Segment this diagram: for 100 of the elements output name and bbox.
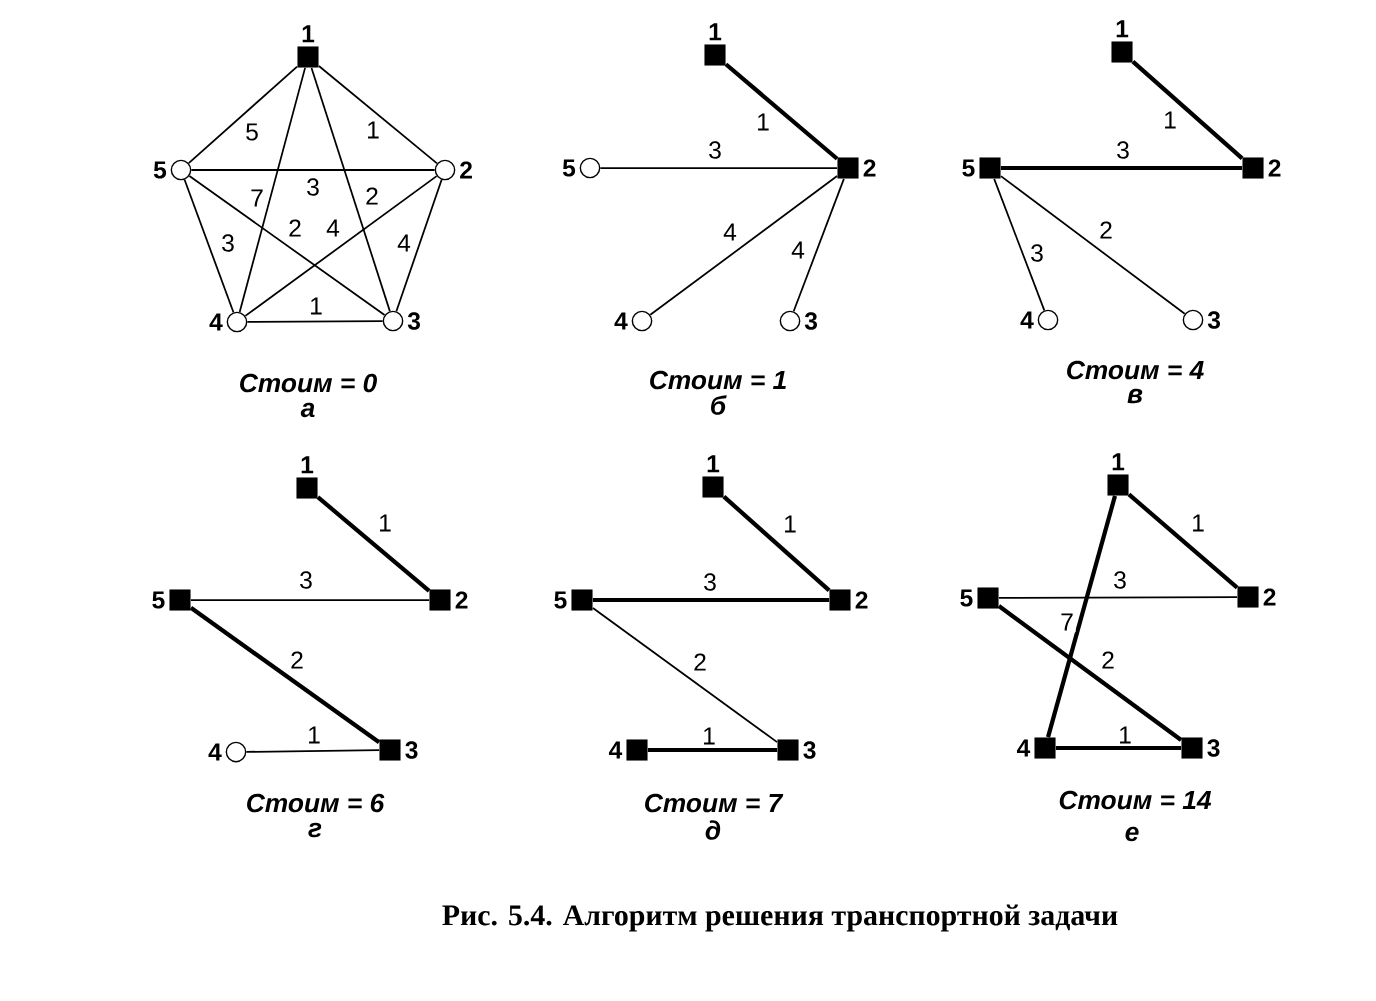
node-label: 4 — [209, 313, 223, 331]
graph-vertex: 2 — [837, 157, 876, 179]
edge-line — [1046, 495, 1118, 738]
panel-letter: в — [1127, 388, 1143, 404]
edge-label: 4 — [721, 221, 739, 243]
edge-line — [1000, 175, 1186, 315]
edge-label: 3 — [304, 176, 322, 198]
node-label: 4 — [208, 743, 222, 761]
node-label: 5 — [153, 161, 167, 179]
edge-label: 2 — [363, 185, 381, 207]
edge-line — [1131, 60, 1244, 160]
graph-vertex: 2 — [429, 589, 468, 611]
node-label: 1 — [302, 25, 315, 43]
edge-label: 3 — [219, 232, 237, 254]
node-label: 2 — [1268, 159, 1281, 177]
edge-label: 3 — [1028, 242, 1046, 264]
graph-vertex: 5 — [152, 589, 191, 611]
edge-line — [183, 178, 235, 314]
edge-line — [993, 178, 1046, 312]
graph-vertex: 2 — [829, 589, 868, 611]
graph-vertex: 5 — [554, 589, 593, 611]
node-label: 3 — [1207, 739, 1220, 757]
edge-line — [245, 749, 380, 753]
node-label: 3 — [803, 741, 816, 759]
node-label: 2 — [855, 591, 868, 609]
edge-label: 2 — [691, 651, 709, 673]
panel-letter: б — [711, 395, 727, 415]
graph-vertex: 2 — [1237, 586, 1276, 608]
edge-label: 1 — [754, 111, 772, 133]
cost-label: Стоим = 1 — [650, 370, 786, 390]
node-label: 4 — [614, 312, 628, 330]
edge-label: 1 — [1116, 724, 1134, 746]
node-label: 1 — [1112, 453, 1125, 471]
edge-line — [998, 596, 1238, 599]
edge-label: 1 — [305, 724, 323, 746]
figure-caption: Рис. 5.4. Алгоритм решения транспортной задачи — [442, 904, 1118, 932]
edge-label: 4 — [395, 232, 413, 254]
graph-vertex: 2 — [434, 159, 472, 181]
edge-line — [592, 607, 778, 743]
graph-vertex: 4 — [1020, 309, 1059, 331]
node-label: 1 — [707, 455, 720, 473]
edge-line — [318, 65, 438, 165]
node-label: 2 — [460, 161, 472, 179]
edge-label: 5 — [243, 121, 261, 143]
edge-line — [1000, 165, 1243, 171]
edge-line — [724, 62, 839, 161]
node-label: 4 — [1016, 739, 1031, 757]
edge-label: 7 — [1058, 611, 1076, 633]
edge-label: 1 — [781, 513, 799, 535]
graph-vertex: 5 — [153, 159, 192, 181]
node-label: 3 — [407, 312, 421, 330]
panel-letter: е — [1125, 826, 1139, 842]
cost-label: Стоим = 6 — [247, 793, 385, 813]
edge-line — [599, 167, 838, 169]
node-label: 1 — [301, 456, 314, 474]
edge-label: 2 — [286, 217, 304, 239]
graph-vertex: 4 — [1016, 737, 1056, 759]
edge-label: 3 — [701, 571, 719, 593]
node-label: 3 — [804, 312, 818, 330]
graph-vertex: 4 — [608, 739, 648, 761]
graph-vertex: 5 — [962, 157, 1001, 179]
graph-vertex: 3 — [379, 739, 418, 761]
edge-label: 1 — [376, 512, 394, 534]
graph-vertex: 5 — [562, 157, 601, 179]
graph-vertex: 4 — [614, 310, 653, 332]
edge-label: 7 — [248, 187, 266, 209]
node-label: 2 — [863, 159, 876, 177]
edge-line — [1127, 492, 1239, 590]
edge-label: 1 — [1161, 109, 1179, 131]
graph-vertex: 3 — [382, 310, 420, 332]
graph-vertex: 1 — [296, 456, 318, 499]
graph-vertex: 3 — [777, 739, 816, 761]
edge-line — [187, 65, 298, 164]
edge-line — [592, 597, 830, 603]
graph-vertex: 1 — [1111, 20, 1133, 63]
panel-letter: а — [300, 402, 315, 418]
node-label: 5 — [962, 159, 975, 177]
panel-letter: г — [308, 822, 322, 838]
node-label: 2 — [1263, 588, 1276, 606]
edge-line — [244, 175, 438, 317]
panel-letter: д — [705, 820, 721, 840]
edge-label: 1 — [307, 295, 325, 317]
node-label: 5 — [960, 589, 973, 607]
graph-vertex: 1 — [297, 25, 319, 68]
node-label: 3 — [1207, 311, 1221, 329]
edge-line — [649, 175, 838, 316]
node-label: 4 — [608, 741, 623, 759]
graph-vertex: 1 — [1107, 453, 1129, 496]
edge-label: 3 — [1114, 139, 1132, 161]
edge-label: 2 — [1099, 649, 1117, 671]
edge-line — [189, 606, 381, 744]
graph-vertex: 2 — [1242, 157, 1281, 179]
edge-label: 1 — [700, 725, 718, 747]
node-label: 1 — [709, 23, 722, 41]
edge-line — [1055, 745, 1182, 751]
cost-label: Стоим = 4 — [1067, 360, 1204, 380]
cost-label: Стоим = 0 — [240, 373, 377, 393]
node-label: 2 — [455, 591, 468, 609]
edge-line — [188, 175, 386, 316]
edge-label: 1 — [1189, 512, 1207, 534]
